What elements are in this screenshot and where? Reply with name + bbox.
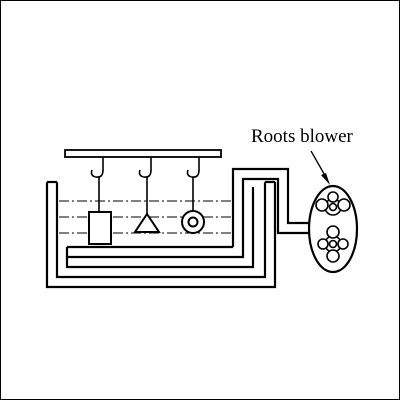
label-pointer-arrow bbox=[310, 150, 330, 185]
part-triangle bbox=[133, 212, 161, 233]
hanger-triangle bbox=[138, 157, 152, 214]
suspension-bar bbox=[64, 149, 222, 158]
tank bbox=[45, 180, 277, 289]
roots-blower bbox=[307, 184, 359, 274]
upper-rotor-icon bbox=[315, 191, 351, 216]
roots-blower-label: Roots blower bbox=[251, 126, 354, 147]
lower-rotor-icon bbox=[317, 225, 349, 263]
hanger-ring bbox=[186, 157, 200, 211]
part-rectangle bbox=[88, 211, 112, 245]
part-ring bbox=[181, 210, 205, 234]
hanger-rectangle bbox=[90, 157, 104, 212]
